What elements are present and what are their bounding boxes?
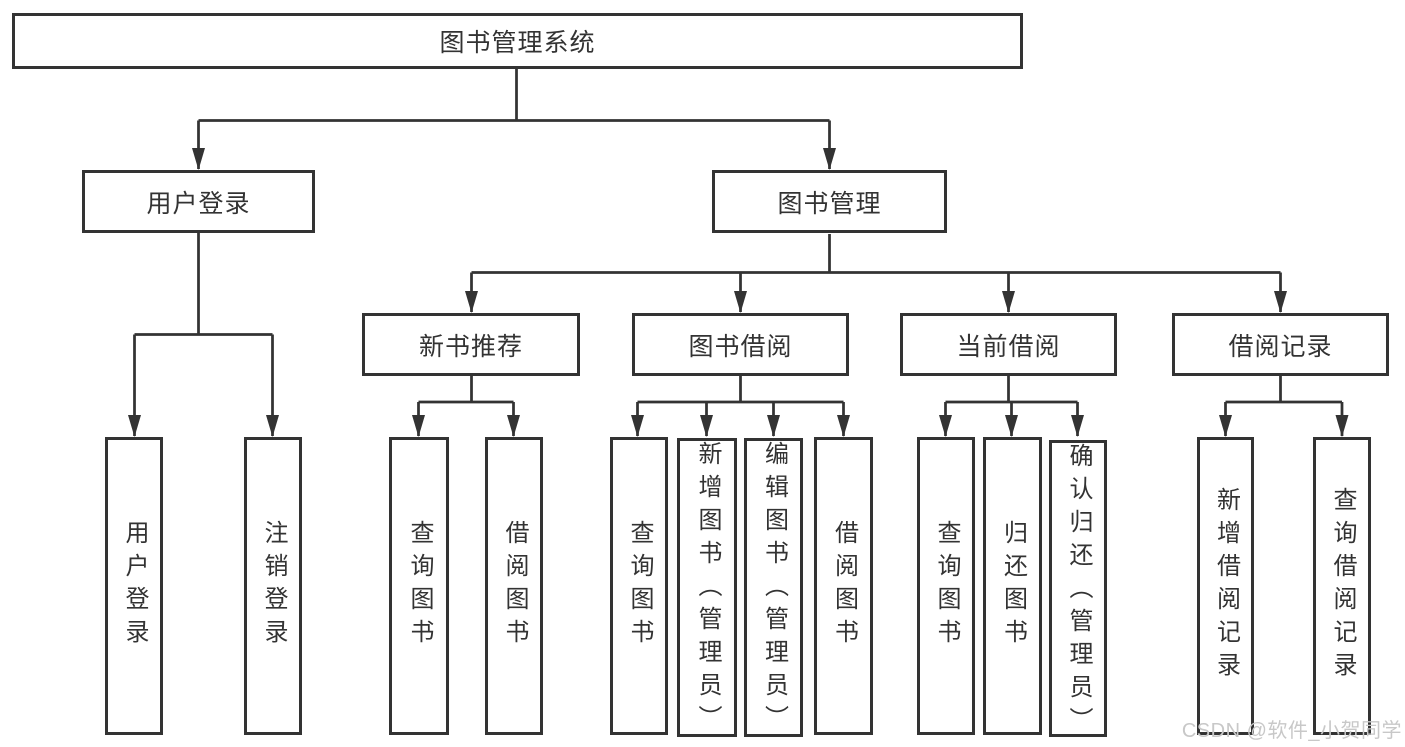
leaf-return-book: 归还图书 xyxy=(983,437,1042,735)
leaf-logout: 注销登录 xyxy=(244,437,302,735)
node-book-management: 图书管理 xyxy=(712,170,947,233)
node-borrow-records: 借阅记录 xyxy=(1172,313,1389,376)
leaf-query-books-2-label: 查询图书 xyxy=(626,520,653,652)
leaf-add-book-admin-label: 新增图书（管理员） xyxy=(694,441,721,738)
leaf-add-book-admin: 新增图书（管理员） xyxy=(677,438,737,738)
leaf-query-books-3-label: 查询图书 xyxy=(933,520,960,652)
node-user-login-label: 用户登录 xyxy=(146,189,251,218)
leaf-edit-book-admin: 编辑图书（管理员） xyxy=(744,438,803,738)
leaf-query-books-1: 查询图书 xyxy=(389,437,449,735)
csdn-watermark: CSDN @软件_小贺同学 xyxy=(1181,720,1402,742)
node-book-borrow-label: 图书借阅 xyxy=(688,332,793,361)
leaf-borrow-books-2-label: 借阅图书 xyxy=(830,520,858,652)
leaf-borrow-books-2: 借阅图书 xyxy=(814,437,873,735)
connector-trunk-lines xyxy=(134,69,1342,404)
leaf-query-borrow-record-label: 查询借阅记录 xyxy=(1329,487,1356,685)
node-new-book-recommend-label: 新书推荐 xyxy=(418,332,523,361)
node-current-borrow-label: 当前借阅 xyxy=(956,332,1061,361)
node-book-borrow: 图书借阅 xyxy=(632,313,849,376)
leaf-query-borrow-record: 查询借阅记录 xyxy=(1313,437,1371,735)
leaf-borrow-books-1-label: 借阅图书 xyxy=(501,520,528,652)
leaf-add-borrow-record-label: 新增借阅记录 xyxy=(1212,487,1240,685)
leaf-logout-label: 注销登录 xyxy=(260,520,287,652)
leaf-query-books-2: 查询图书 xyxy=(610,437,668,735)
leaf-confirm-return-admin-label: 确认归还（管理员） xyxy=(1065,443,1092,740)
leaf-query-books-3: 查询图书 xyxy=(917,437,975,735)
leaf-edit-book-admin-label: 编辑图书（管理员） xyxy=(760,441,788,738)
node-current-borrow: 当前借阅 xyxy=(900,313,1117,376)
node-root-label: 图书管理系统 xyxy=(439,29,596,57)
leaf-confirm-return-admin: 确认归还（管理员） xyxy=(1049,440,1107,740)
node-borrow-records-label: 借阅记录 xyxy=(1228,332,1333,361)
leaf-user-login: 用户登录 xyxy=(105,437,163,735)
node-root: 图书管理系统 xyxy=(12,13,1023,69)
node-book-management-label: 图书管理 xyxy=(777,189,882,218)
leaf-user-login-label: 用户登录 xyxy=(121,520,148,652)
leaf-query-books-1-label: 查询图书 xyxy=(406,520,433,652)
leaf-add-borrow-record: 新增借阅记录 xyxy=(1197,437,1254,735)
node-user-login: 用户登录 xyxy=(82,170,315,233)
leaf-return-book-label: 归还图书 xyxy=(999,520,1027,652)
node-new-book-recommend: 新书推荐 xyxy=(362,313,580,376)
leaf-borrow-books-1: 借阅图书 xyxy=(485,437,543,735)
